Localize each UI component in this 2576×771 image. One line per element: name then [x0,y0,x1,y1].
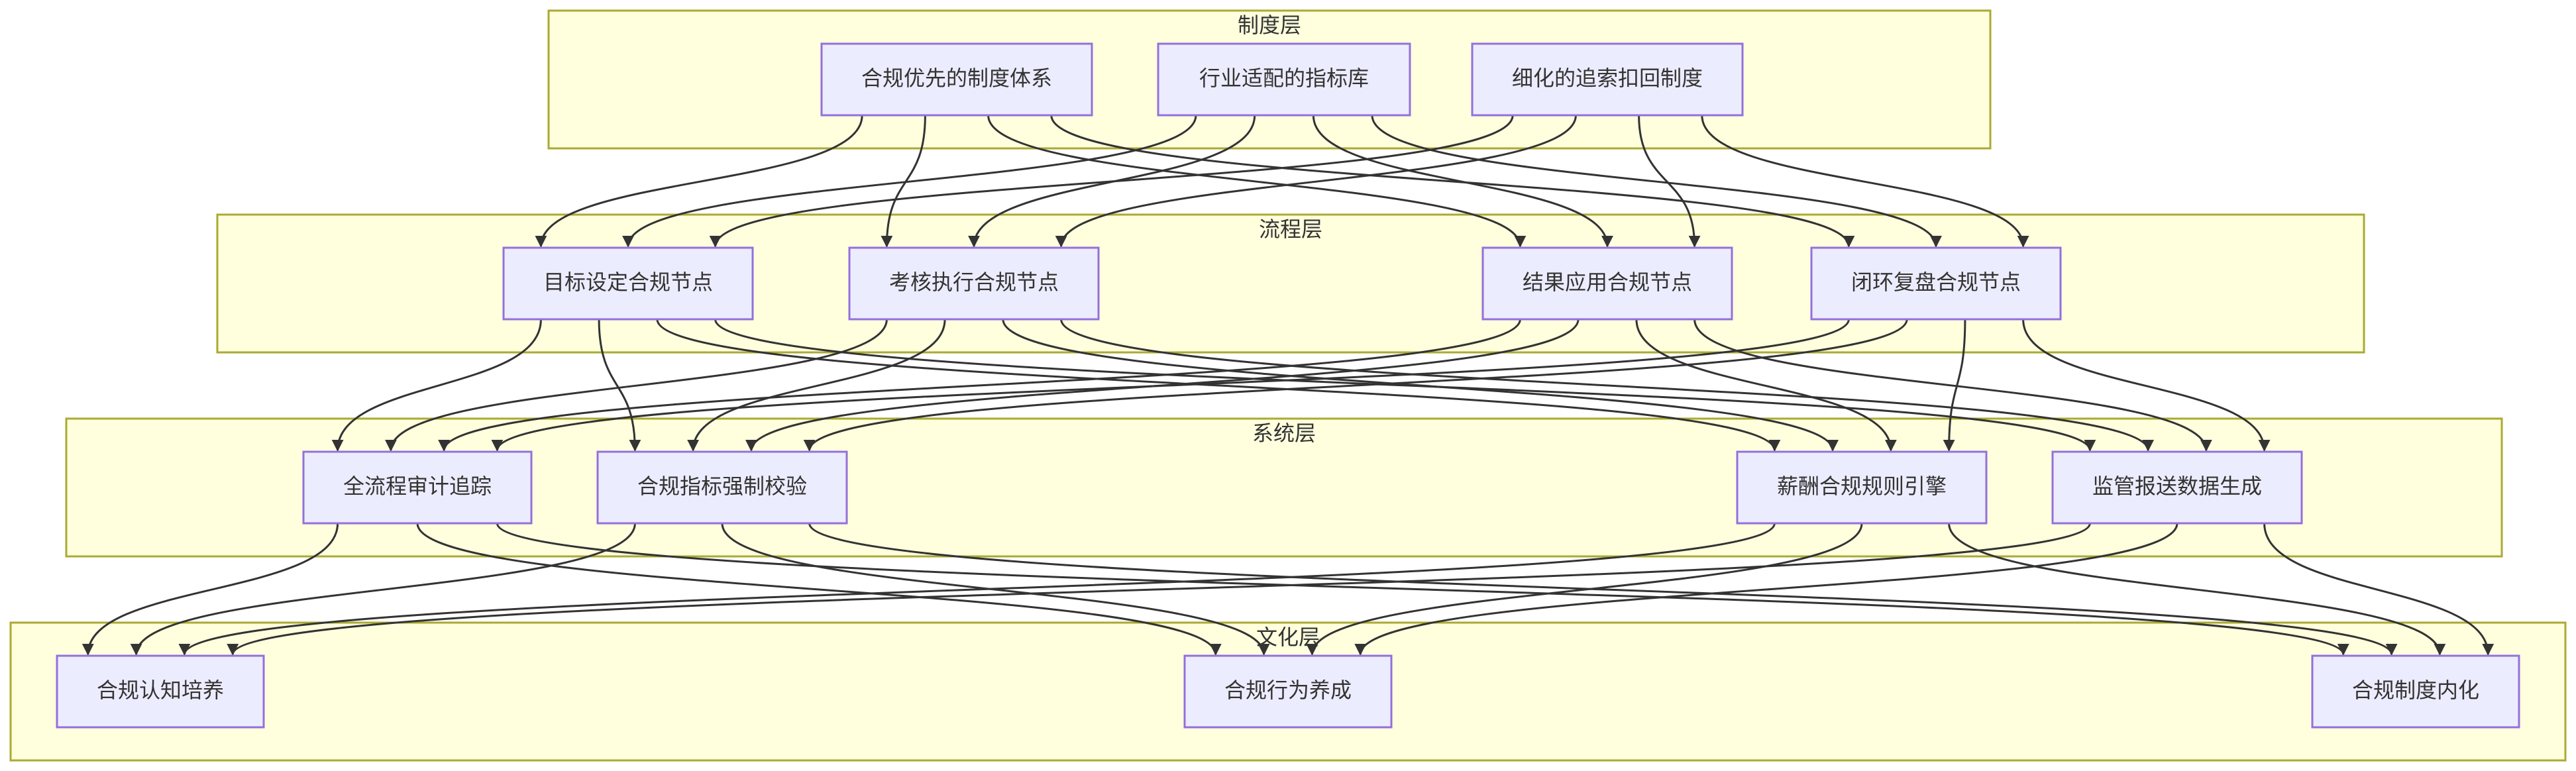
layer-title-culture: 文化层 [1256,625,1320,650]
edge-c1-d1 [81,523,339,656]
edge-b4-c4 [2022,319,2271,452]
edge-a1-b4 [1050,115,1855,248]
edge-b2-c4 [1060,319,2154,452]
layer-title-systems: 系统层 [1252,421,1316,446]
edge-a3-b3 [1638,115,1701,248]
node-b4[interactable]: 闭环复盘合规节点 [1810,246,2062,321]
node-a2[interactable]: 行业适配的指标库 [1157,42,1411,117]
node-c4[interactable]: 监管报送数据生成 [2051,450,2303,525]
layer-title-system: 制度层 [1238,13,1301,38]
node-a3-label: 细化的追索扣回制度 [1512,66,1703,91]
edge-a2-b1 [622,115,1197,248]
edge-b4-c2 [803,319,1908,452]
node-c4-label: 监管报送数据生成 [2092,474,2262,499]
edge-c4-d3 [2263,523,2495,656]
node-c1[interactable]: 全流程审计追踪 [302,450,533,525]
edge-b4-c1 [491,319,1850,452]
node-b1-label: 目标设定合规节点 [543,270,713,295]
edge-a3-b1 [709,115,1514,248]
node-a3[interactable]: 细化的追索扣回制度 [1471,42,1744,117]
edge-b1-c3 [656,319,1781,452]
node-a1[interactable]: 合规优先的制度体系 [820,42,1093,117]
node-d1[interactable]: 合规认知培养 [56,654,265,729]
node-c1-label: 全流程审计追踪 [343,474,492,499]
node-b4-label: 闭环复盘合规节点 [1851,270,2021,295]
edge-c3-d1 [178,523,1776,656]
edge-c1-d3 [496,523,2349,656]
edge-b1-c1 [331,319,542,452]
edge-c2-d1 [130,523,636,656]
edge-a3-b2 [1055,115,1577,248]
node-d3[interactable]: 合规制度内化 [2311,654,2520,729]
node-a1-label: 合规优先的制度体系 [861,66,1052,91]
node-d3-label: 合规制度内化 [2352,678,2479,703]
node-c3[interactable]: 薪酬合规规则引擎 [1736,450,1988,525]
edge-c3-d2 [1306,523,1863,656]
node-b2-label: 考核执行合规节点 [889,270,1059,295]
layer-title-process: 流程层 [1259,217,1322,242]
node-b1[interactable]: 目标设定合规节点 [502,246,754,321]
edge-a3-b4 [1701,115,2029,248]
edge-b2-c1 [385,319,888,452]
node-c2[interactable]: 合规指标强制校验 [596,450,848,525]
edge-b2-c3 [1002,319,1839,452]
edge-c4-d2 [1354,523,2178,656]
edge-c4-d1 [227,523,2091,656]
edge-a1-b3 [987,115,1527,248]
edge-a2-b3 [1312,115,1613,248]
node-a2-label: 行业适配的指标库 [1199,66,1369,91]
edge-b3-c1 [438,319,1521,452]
edge-a1-b1 [535,115,863,248]
nodes: 合规优先的制度体系 行业适配的指标库 细化的追索扣回制度 目标设定合规节点 考核… [56,42,2520,729]
edges [81,115,2495,656]
edge-c1-d2 [416,523,1222,656]
node-c3-label: 薪酬合规规则引擎 [1777,474,1947,499]
edge-b1-c4 [714,319,2096,452]
edge-b1-c2 [598,319,641,452]
edge-a2-b4 [1371,115,1942,248]
edge-b3-c4 [1693,319,2212,452]
node-d1-label: 合规认知培养 [97,678,224,703]
node-d2[interactable]: 合规行为养成 [1183,654,1393,729]
node-d2-label: 合规行为养成 [1224,678,1352,703]
node-b3-label: 结果应用合规节点 [1523,270,1692,295]
edge-c2-d3 [808,523,2398,656]
edge-b4-c3 [1943,319,1966,452]
node-c2-label: 合规指标强制校验 [637,474,807,499]
node-b2[interactable]: 考核执行合规节点 [848,246,1100,321]
edge-b2-c2 [687,319,946,452]
edge-b3-c3 [1635,319,1897,452]
node-b3[interactable]: 结果应用合规节点 [1481,246,1733,321]
